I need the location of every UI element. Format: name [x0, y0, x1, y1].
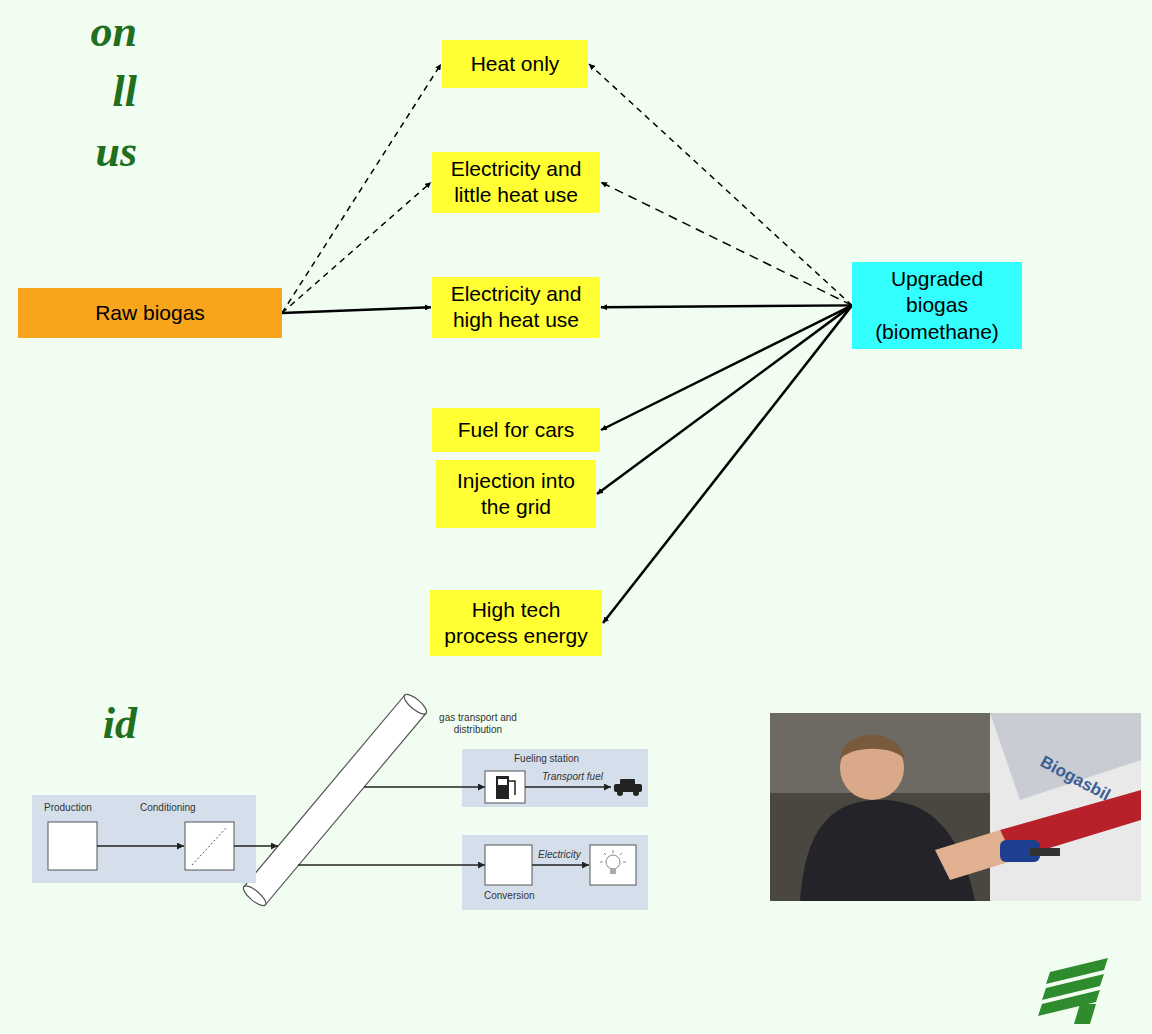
process-box: Injection into the grid — [436, 460, 596, 528]
flow-line — [298, 864, 462, 866]
flow-arrow — [282, 64, 441, 313]
logo — [1038, 958, 1108, 1024]
box-text: High tech process energy — [436, 597, 596, 650]
box-text: Electricity and little heat use — [438, 156, 594, 209]
process-box: Electricity and high heat use — [432, 277, 600, 338]
flow-arrow — [597, 305, 852, 494]
step-name: Conversion — [484, 890, 535, 902]
flow-arrow — [256, 845, 278, 847]
process-box: High tech process energy — [430, 590, 602, 656]
process-panel: ElectricityConversion — [462, 835, 648, 910]
process-panel: Fueling stationTransport fuel — [462, 749, 648, 807]
heading-fragment: ll — [113, 68, 137, 116]
heading-fragment: on — [91, 8, 137, 56]
flow-line — [364, 786, 462, 788]
box-text: Fuel for cars — [458, 417, 575, 443]
flow-label: Transport fuel — [542, 771, 603, 783]
process-box: Raw biogas — [18, 288, 282, 338]
box-text: Electricity and high heat use — [438, 281, 594, 334]
flow-arrow — [589, 64, 852, 305]
flow-arrow — [601, 305, 852, 307]
heading-fragment: id — [103, 700, 137, 748]
flow-arrow — [282, 182, 431, 313]
heading-fragment: us — [95, 128, 137, 176]
flow-arrow — [601, 182, 852, 305]
process-box: Upgraded biogas (biomethane) — [852, 262, 1022, 349]
box-text: Upgraded biogas (biomethane) — [858, 266, 1016, 345]
photo — [770, 713, 1141, 901]
box-text: Raw biogas — [95, 300, 205, 326]
step-name: Conditioning — [140, 802, 196, 814]
process-box: Electricity and little heat use — [432, 152, 600, 213]
step-name: Fueling station — [514, 753, 579, 765]
process-box: Fuel for cars — [432, 408, 600, 452]
step-name: Production — [44, 802, 92, 814]
flow-arrow — [601, 305, 852, 430]
note-label: gas transport and distribution — [438, 712, 518, 736]
flow-arrow — [282, 307, 431, 313]
box-text: Heat only — [471, 51, 560, 77]
process-box: Heat only — [442, 40, 588, 88]
flow-label: Electricity — [538, 849, 581, 861]
box-text: Injection into the grid — [442, 468, 590, 521]
flow-arrow — [603, 305, 852, 623]
pipe — [241, 691, 430, 908]
process-panel: Production Conditioning — [32, 795, 256, 883]
